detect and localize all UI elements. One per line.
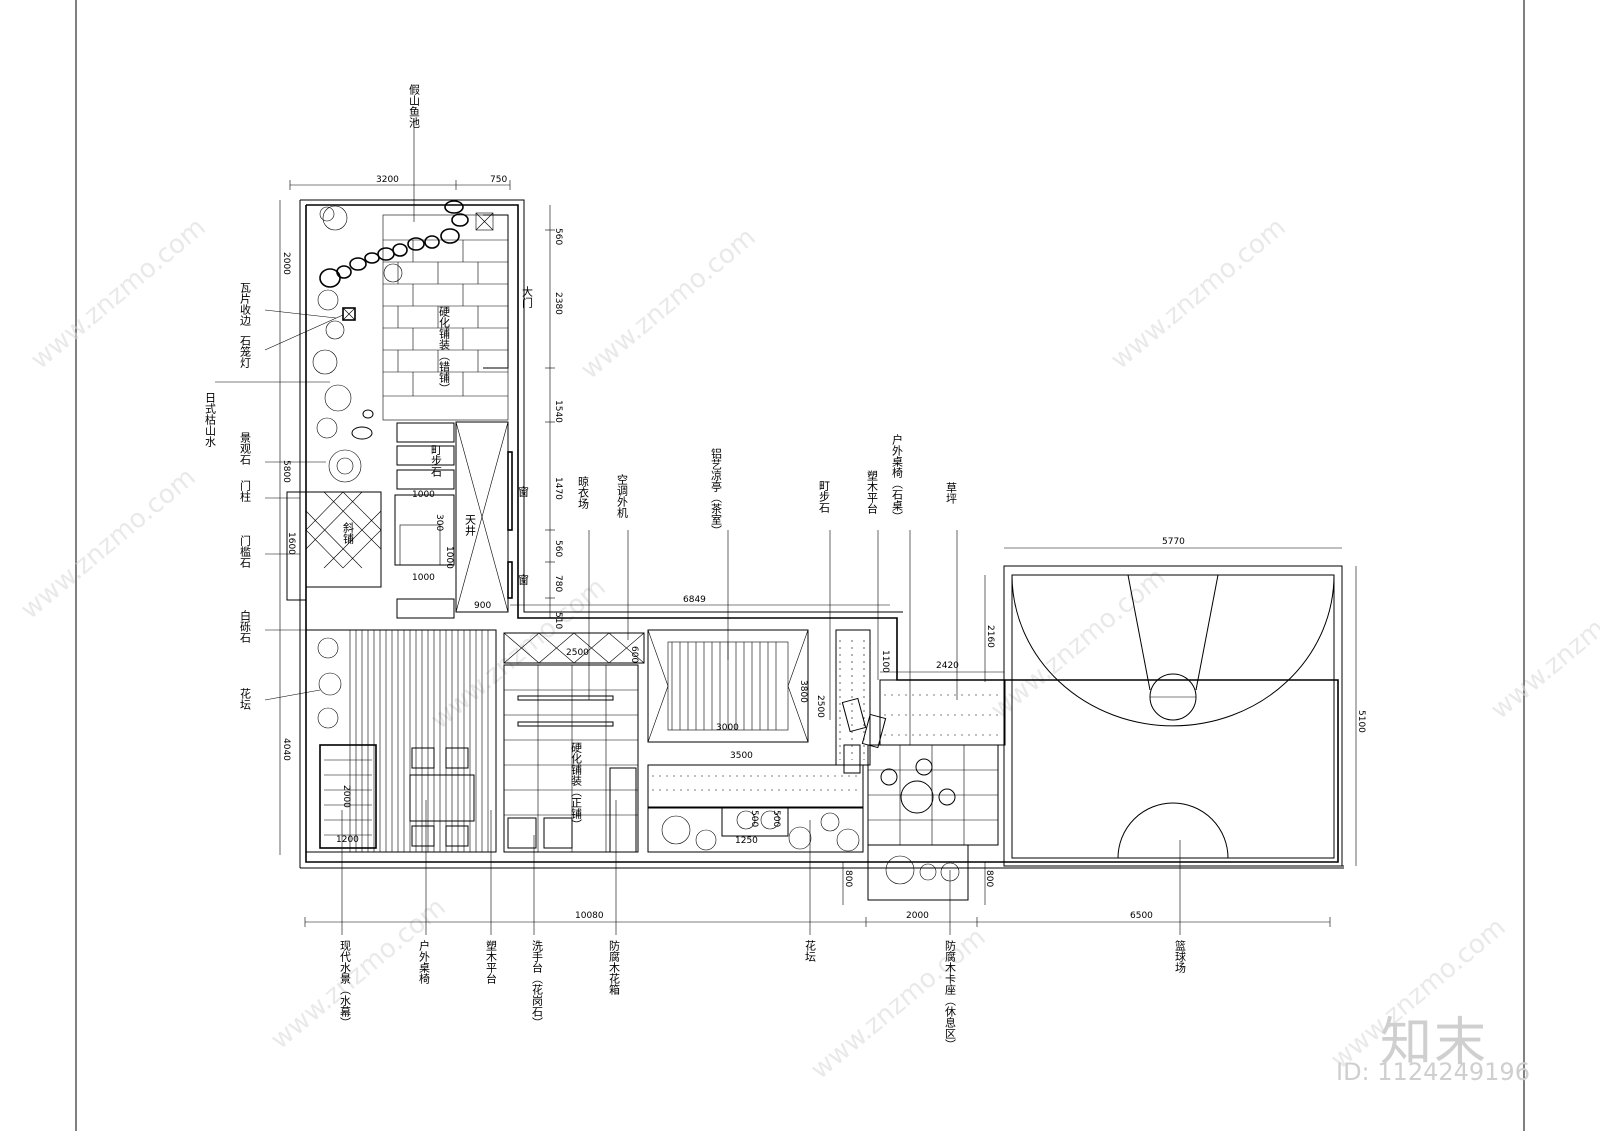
label-window: 窗	[517, 485, 530, 498]
dim-2420: 2420	[936, 661, 959, 671]
dim-1000: 1000	[444, 546, 454, 569]
rockery-stones	[319, 200, 469, 288]
dim-2000: 2000	[281, 252, 291, 275]
label-diagonal-paving: 斜铺	[342, 522, 355, 544]
watermark-text: www.znzmo.com	[575, 222, 761, 385]
dim-510: 510	[553, 612, 563, 629]
label-wash-basin: 洗手台（花岗石）	[531, 940, 544, 1028]
stepping-stones	[396, 422, 455, 619]
dim-2500: 2500	[815, 695, 825, 718]
label-white-gravel: 白砾石	[239, 609, 252, 643]
label-rockery-pond: 假山鱼池	[408, 83, 421, 128]
dim-800: 800	[984, 870, 994, 887]
label-stepping-stone: 町步石	[818, 480, 831, 513]
dim-5770: 5770	[1162, 537, 1185, 547]
watermark-text: www.znzmo.com	[15, 462, 201, 625]
plan-labels: 假山鱼池 瓦片收边 石笼灯 日式枯山水 景观石 门柱 门槛石 白砾石 花坛 硬化…	[204, 83, 1187, 1050]
dim-1250: 1250	[735, 836, 758, 846]
dim-2500: 2500	[566, 648, 589, 658]
dim-1470: 1470	[553, 477, 563, 500]
dim-1000: 1000	[412, 490, 435, 500]
rear-garden	[305, 629, 645, 853]
label-modern-waterscape: 现代水景（水幕）	[339, 940, 352, 1028]
plant-symbols	[312, 205, 403, 483]
dim-2000: 2000	[341, 785, 351, 808]
bottom-flower-bed	[647, 807, 864, 853]
label-window: 窗	[517, 573, 530, 586]
label-flower-bed: 花坛	[239, 688, 252, 710]
dim-500: 500	[771, 810, 781, 827]
sheet-frame	[75, 0, 1525, 1131]
basketball-court	[1003, 565, 1344, 867]
watermark-text: www.znzmo.com	[805, 922, 991, 1085]
leader-lines	[215, 118, 1181, 935]
dim-560: 560	[553, 228, 563, 245]
gravel-areas	[647, 629, 887, 808]
label-hard-paving-straight: 硬化铺装（正铺）	[570, 742, 583, 830]
dim-5100: 5100	[1356, 710, 1366, 733]
dim-600: 600	[629, 646, 639, 663]
label-lawn: 草坪	[945, 482, 958, 505]
dim-500: 500	[749, 810, 759, 827]
dim-3500: 3500	[730, 751, 753, 761]
label-plastic-wood-platform: 塑木平台	[485, 939, 498, 984]
dim-560: 560	[553, 540, 563, 557]
label-stone-lamp: 石笼灯	[239, 335, 252, 368]
label-landscape-stone: 景观石	[239, 432, 252, 465]
dimension-lines	[279, 180, 1357, 927]
dim-900: 900	[474, 601, 491, 611]
dim-3200: 3200	[376, 175, 399, 185]
dim-5800: 5800	[281, 460, 291, 483]
platform-area	[867, 679, 1006, 901]
dim-6849: 6849	[683, 595, 706, 605]
dim-3800: 3800	[798, 680, 808, 703]
watermark-text: www.znzmo.com	[1485, 562, 1600, 725]
dim-1600: 1600	[286, 532, 296, 555]
label-wood-bench: 防腐木卡座（休息区）	[944, 939, 957, 1050]
dim-6500: 6500	[1130, 911, 1153, 921]
watermark-text: www.znzmo.com	[985, 562, 1171, 725]
dim-1100: 1100	[880, 650, 890, 673]
dim-300: 300	[434, 514, 444, 531]
front-garden	[286, 200, 513, 619]
dimension-texts: 3200 750 560 2380 1540 1470 560 780 510 …	[281, 175, 1366, 921]
label-flower-bed: 花坛	[804, 940, 817, 962]
label-dry-landscape: 日式枯山水	[204, 392, 217, 447]
watermark-text: www.znzmo.com	[1105, 212, 1291, 375]
label-plastic-wood-platform: 塑木平台	[866, 469, 879, 514]
label-drying-area: 晾衣场	[577, 475, 590, 510]
label-basketball-court: 篮球场	[1174, 939, 1187, 974]
dim-2380: 2380	[553, 292, 563, 315]
label-pavilion: 铝艺凉亭（茶室）	[710, 447, 723, 536]
watermark-text: www.znzmo.com	[25, 212, 211, 375]
label-ac-unit: 空调外机	[616, 473, 629, 518]
label-threshold-stone: 门槛石	[239, 534, 252, 568]
document-id: ID: 1124249196	[1336, 1058, 1530, 1086]
label-hard-paving: 硬化铺装（错铺）	[438, 306, 451, 394]
dim-10080: 10080	[575, 911, 604, 921]
dim-1540: 1540	[553, 400, 563, 423]
dim-800: 800	[843, 870, 853, 887]
pavilion	[647, 629, 809, 743]
label-gate-pillar: 门柱	[239, 479, 252, 503]
label-outdoor-table-stone: 户外桌椅（石桌）	[891, 433, 904, 522]
label-wood-flower-box: 防腐木花箱	[608, 939, 621, 996]
dim-780: 780	[553, 575, 563, 592]
dim-2000: 2000	[906, 911, 929, 921]
label-courtyard: 天井	[464, 514, 477, 537]
dim-1200: 1200	[336, 835, 359, 845]
brand-logo-watermark: 知末	[1380, 1013, 1489, 1073]
label-outdoor-table: 户外桌椅	[418, 939, 431, 984]
dim-750: 750	[490, 175, 507, 185]
dim-3000: 3000	[716, 723, 739, 733]
dim-1000: 1000	[412, 573, 435, 583]
label-stepping-stone: 町步石	[430, 444, 443, 477]
label-tile-edge: 瓦片收边	[239, 282, 252, 326]
dim-2160: 2160	[985, 625, 995, 648]
label-gate: 大门	[521, 285, 534, 309]
dim-4040: 4040	[281, 738, 291, 761]
